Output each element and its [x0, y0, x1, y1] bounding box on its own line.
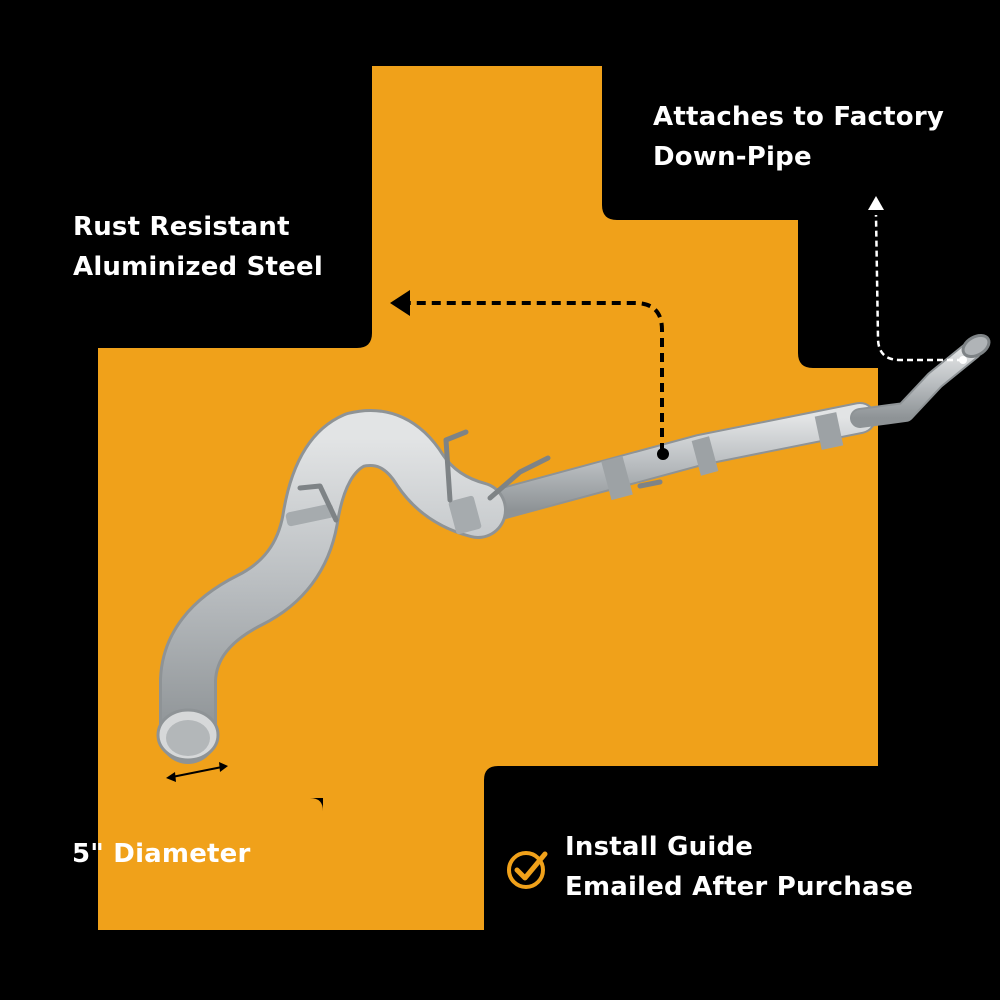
material-callout: Rust Resistant Aluminized Steel	[73, 207, 323, 287]
double-arrow-icon	[166, 762, 228, 782]
install-callout-line2: Emailed After Purchase	[565, 872, 914, 902]
install-guide-callout: Install Guide Emailed After Purchase	[565, 827, 913, 907]
factory-callout-line	[874, 214, 963, 362]
check-circle-icon	[507, 851, 548, 889]
arrow-head-icon	[390, 290, 410, 316]
material-callout-line	[410, 301, 664, 452]
exhaust-pipe	[156, 334, 991, 764]
install-callout-line1: Install Guide	[565, 832, 754, 862]
factory-downpipe-callout: Attaches to Factory Down-Pipe	[653, 97, 944, 177]
material-callout-line2: Aluminized Steel	[73, 252, 323, 282]
material-callout-line1: Rust Resistant	[73, 212, 290, 242]
diameter-callout: 5" Diameter	[72, 834, 251, 874]
arrow-head-icon	[868, 196, 884, 210]
factory-callout-line1: Attaches to Factory	[653, 102, 945, 132]
diameter-callout-line1: 5" Diameter	[72, 839, 251, 869]
factory-callout-line2: Down-Pipe	[653, 142, 812, 172]
